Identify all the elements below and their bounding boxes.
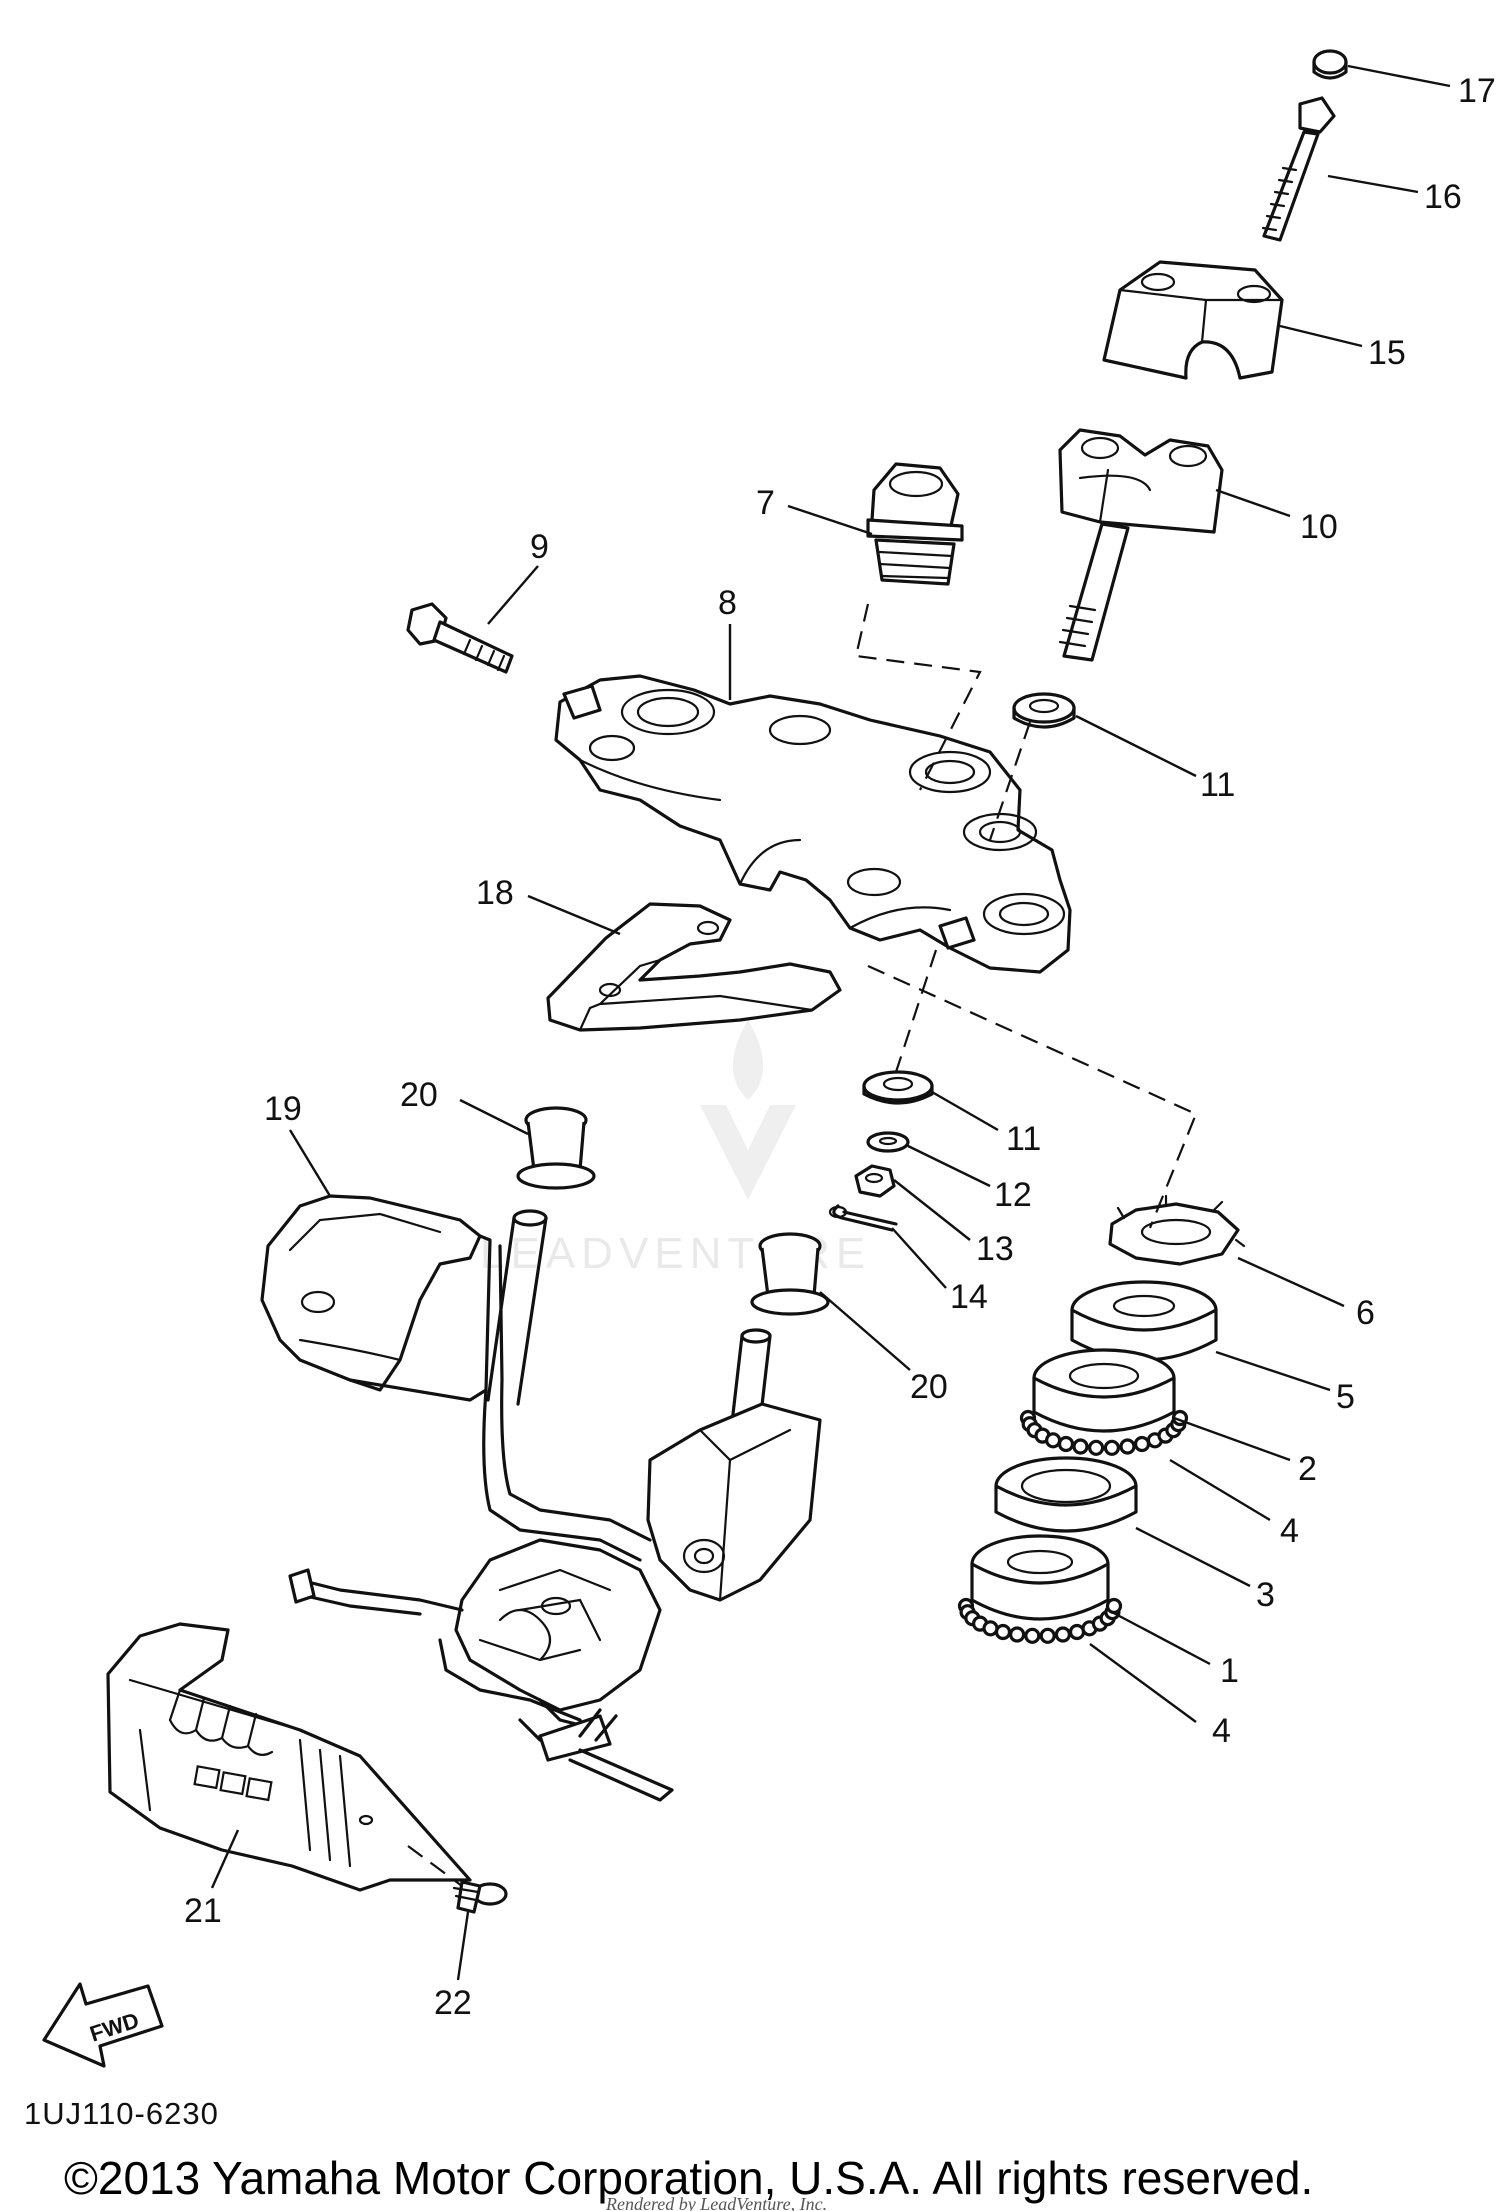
callout-6: 6: [1356, 1294, 1375, 1332]
part-1-bearing-race: [970, 1534, 1110, 1621]
part-20-grommet-upper: [516, 1106, 596, 1190]
alignment-lines: [407, 603, 1198, 1887]
diagram-code: 1UJ110-6230: [24, 2096, 219, 2131]
callout-22: 22: [434, 1984, 472, 2022]
callout-20-lower: 20: [910, 1368, 948, 1406]
part-4-ball-bearings-upper: [1019, 1409, 1189, 1456]
bearing-ball: [1039, 1627, 1056, 1644]
callout-21: 21: [184, 1892, 222, 1930]
bearing-ball: [1087, 1439, 1105, 1456]
part-7-stem-nut: [866, 462, 964, 586]
bearing-ball: [1044, 1432, 1062, 1449]
part-13-nut: [854, 1164, 896, 1198]
part-2-bearing-race: [1032, 1348, 1176, 1433]
bearing-ball: [1119, 1438, 1136, 1455]
callout-7: 7: [756, 484, 775, 522]
callout-11-lower: 11: [1006, 1120, 1041, 1158]
callout-9: 9: [530, 528, 549, 566]
part-18-bracket: [546, 902, 842, 1032]
watermark-v-icon: [700, 1105, 796, 1200]
callout-10: 10: [1300, 508, 1338, 546]
bearing-ball: [1072, 1438, 1089, 1455]
part-14-cotter-pin: [828, 1204, 898, 1232]
bearing-ball: [1133, 1435, 1151, 1453]
bearing-ball: [1103, 1439, 1121, 1456]
callout-1: 1: [1220, 1652, 1239, 1690]
watermark-flame-icon: [732, 1020, 764, 1100]
fwd-arrow-icon: FWD: [42, 1982, 164, 2068]
part-19-under-bracket: [260, 1194, 822, 1802]
bearing-ball: [1054, 1626, 1072, 1643]
part-5-dust-seal: [1070, 1280, 1218, 1362]
callout-17: 17: [1458, 72, 1496, 110]
callout-11-upper: 11: [1200, 766, 1235, 804]
bearing-ball: [994, 1623, 1012, 1641]
part-11-washer-upper: [1012, 692, 1076, 729]
bearing-ball: [1024, 1627, 1041, 1644]
part-21-cover: [106, 1622, 472, 1892]
part-12-lock-washer: [866, 1131, 910, 1153]
copyright-notice: ©2013 Yamaha Motor Corporation, U.S.A. A…: [64, 2152, 1313, 2204]
leader-lines: [210, 64, 1451, 1981]
callout-5: 5: [1336, 1378, 1355, 1416]
part-11-washer-lower: [862, 1070, 934, 1105]
callout-8: 8: [718, 584, 737, 622]
callout-19: 19: [264, 1090, 302, 1128]
rendered-by-note: Rendered by LeadVenture, Inc.: [605, 2194, 827, 2211]
part-6-ring-nut: [1108, 1194, 1246, 1266]
part-15-upper-clamp: [1102, 260, 1284, 380]
callout-4-lower: 4: [1212, 1712, 1231, 1750]
part-10-handlebar-holder: [1058, 428, 1224, 662]
callout-labels: 17 16 15 10 7 9 8 11 18 20 19 11 12 13 1…: [184, 72, 1496, 2022]
bearing-ball: [1008, 1626, 1026, 1643]
callout-18: 18: [476, 874, 514, 912]
callout-3: 3: [1256, 1576, 1275, 1614]
callout-2: 2: [1298, 1450, 1317, 1488]
part-16-bolt: [1261, 96, 1336, 242]
part-3-bearing-race: [994, 1456, 1138, 1533]
part-22-screw: [452, 1880, 508, 1914]
callout-16: 16: [1424, 178, 1462, 216]
callout-14: 14: [950, 1278, 988, 1316]
callout-12: 12: [994, 1176, 1032, 1214]
callout-15: 15: [1368, 334, 1406, 372]
bearing-ball: [1057, 1435, 1075, 1453]
part-20-grommet-lower: [750, 1232, 830, 1316]
callout-20-upper: 20: [400, 1076, 438, 1114]
callout-4-upper: 4: [1280, 1512, 1299, 1550]
part-17-cap: [1312, 49, 1348, 80]
part-9-pinch-bolt: [406, 602, 514, 674]
callout-13: 13: [976, 1230, 1014, 1268]
